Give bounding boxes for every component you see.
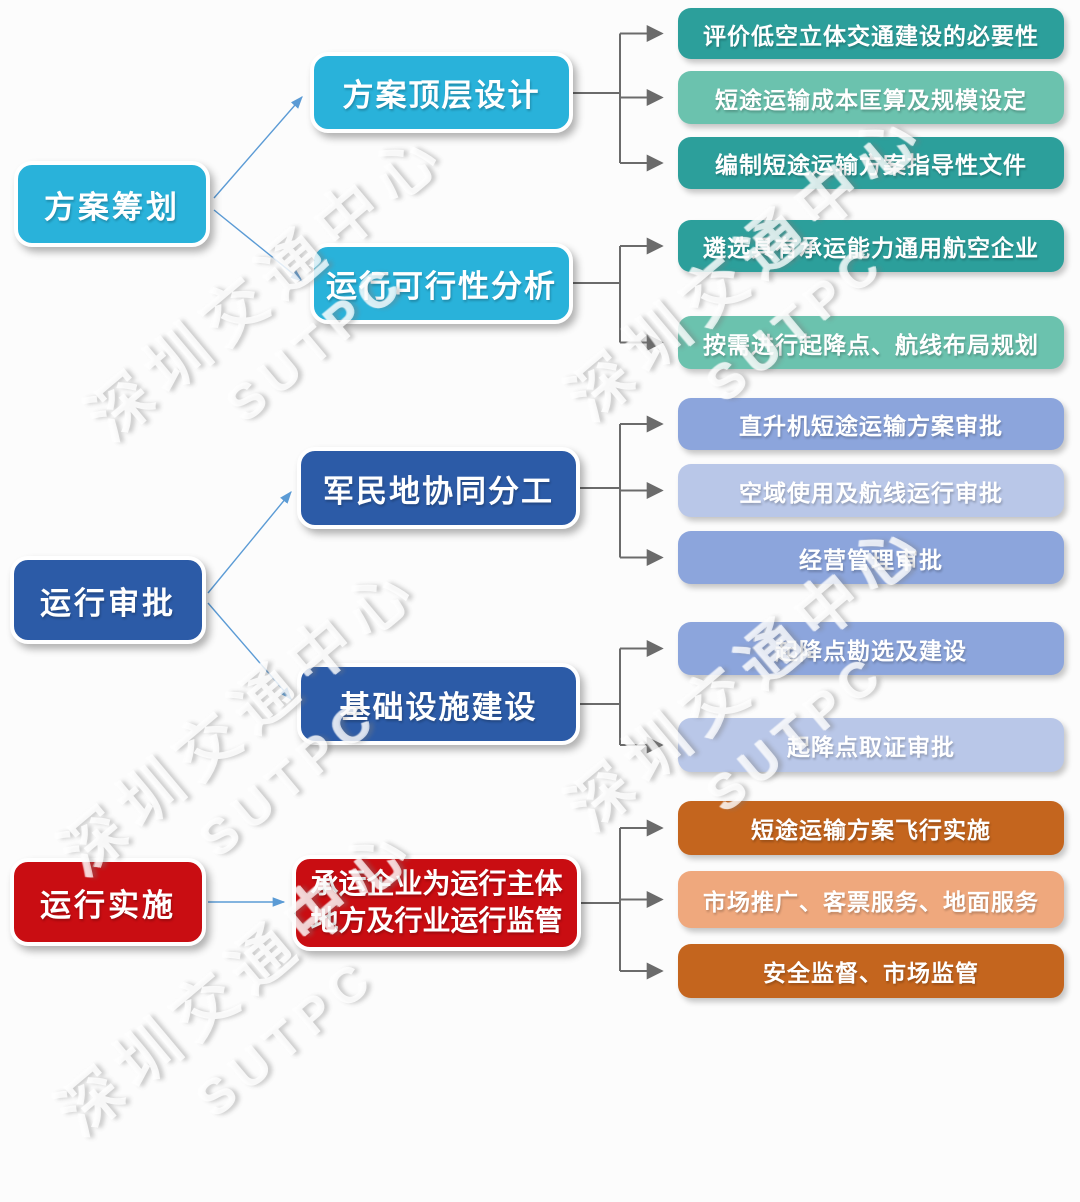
flow-item: 短途运输方案飞行实施 <box>678 801 1064 855</box>
flow-item: 短途运输成本匡算及规模设定 <box>678 71 1064 124</box>
branch-line-2: 地方及行业运行监管 <box>310 905 563 936</box>
branch-line-1: 承运企业为运行主体 <box>310 868 563 900</box>
flow-item: 编制短途运输方案指导性文件 <box>678 137 1064 189</box>
flow-item: 起降点勘选及建设 <box>678 622 1064 675</box>
connector-lines <box>207 25 664 980</box>
flow-item: 评价低空立体交通建设的必要性 <box>678 8 1064 59</box>
branch-carrier-operation-supervision: 承运企业为运行主体 地方及行业运行监管 <box>292 855 581 951</box>
branch-military-civil-coordination: 军民地协同分工 <box>297 447 580 529</box>
stage-operation-implementation: 运行实施 <box>10 858 206 946</box>
flow-item: 直升机短途运输方案审批 <box>678 398 1064 450</box>
stage-operation-approval: 运行审批 <box>10 556 206 644</box>
flow-item: 按需进行起降点、航线布局规划 <box>678 316 1064 369</box>
branch-feasibility-analysis: 运行可行性分析 <box>310 243 573 324</box>
branch-top-level-design: 方案顶层设计 <box>310 52 573 133</box>
branch-infrastructure-construction: 基础设施建设 <box>297 663 580 745</box>
flow-item: 起降点取证审批 <box>678 718 1064 772</box>
flow-item: 经营管理审批 <box>678 531 1064 584</box>
flow-item: 遴选具有承运能力通用航空企业 <box>678 220 1064 272</box>
flow-item: 空域使用及航线运行审批 <box>678 464 1064 517</box>
flow-item: 市场推广、客票服务、地面服务 <box>678 871 1064 928</box>
flow-item: 安全监督、市场监管 <box>678 944 1064 998</box>
stage-scheme-planning: 方案筹划 <box>14 161 210 247</box>
